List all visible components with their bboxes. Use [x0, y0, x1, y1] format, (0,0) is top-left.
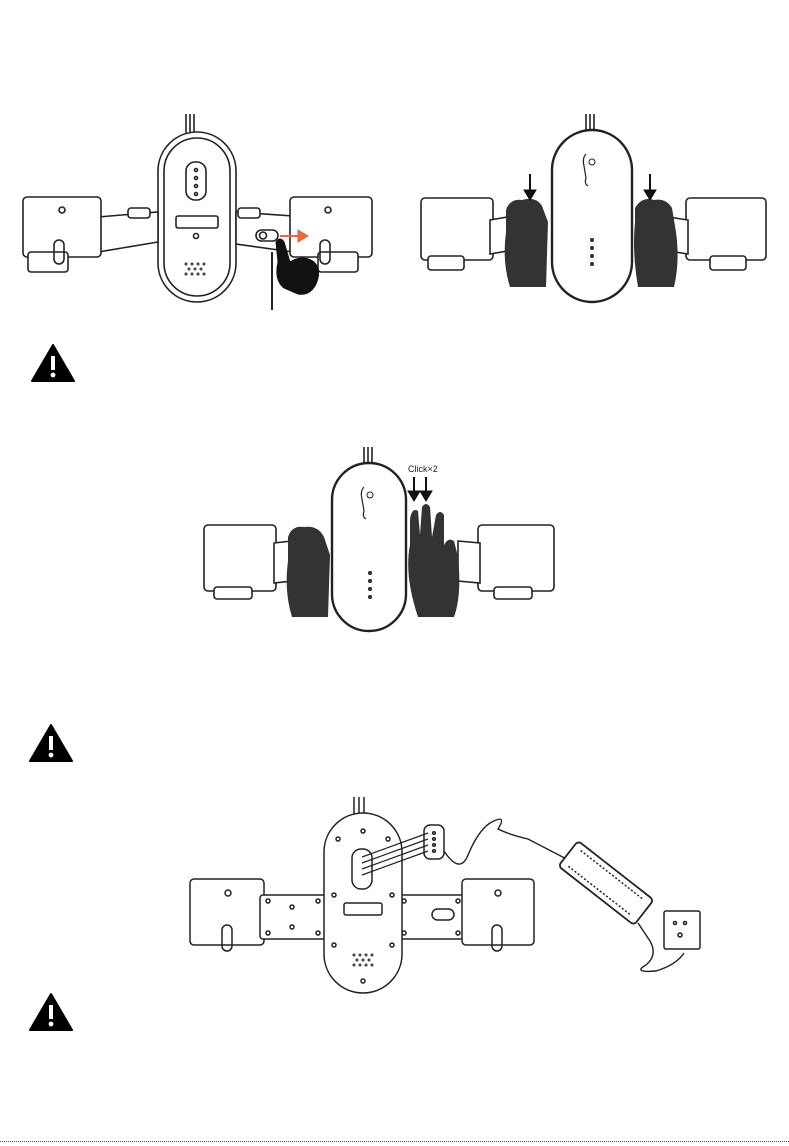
warning-triangle-icon — [28, 723, 74, 763]
warning-triangle-icon — [28, 992, 74, 1032]
charging-diagram — [188, 795, 728, 995]
press-both-handles-diagram — [418, 112, 773, 307]
click-count-label: Click×2 — [408, 464, 438, 474]
double-click-diagram: Click×2 — [196, 445, 561, 635]
warning-triangle-icon — [30, 343, 76, 383]
page-bottom-divider — [0, 1141, 789, 1143]
unlock-scooter-diagram — [18, 112, 388, 312]
